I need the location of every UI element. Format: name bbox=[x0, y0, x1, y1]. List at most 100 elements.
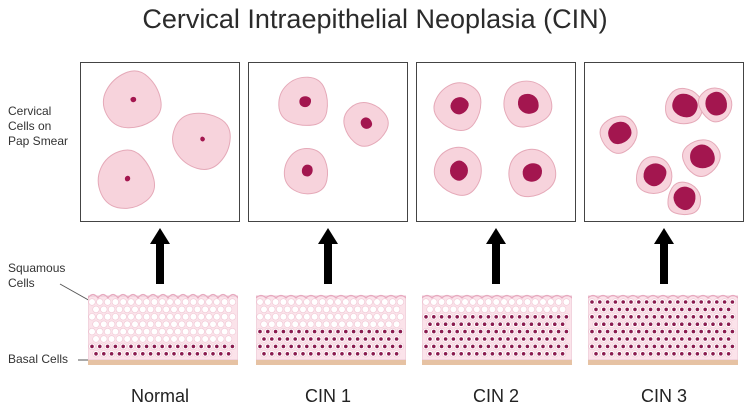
basal-nucleus bbox=[510, 344, 514, 349]
basal-nucleus bbox=[475, 322, 479, 326]
label-cervical-cells: Cervical Cells on Pap Smear bbox=[8, 104, 69, 148]
basal-nucleus bbox=[506, 352, 510, 356]
squamous-cell bbox=[225, 320, 233, 328]
squamous-cell bbox=[178, 335, 186, 343]
basal-nucleus bbox=[471, 315, 475, 319]
squamous-cell bbox=[205, 298, 213, 306]
basal-nucleus bbox=[683, 315, 688, 319]
basal-nucleus bbox=[324, 352, 329, 356]
basal-nucleus bbox=[660, 329, 664, 334]
squamous-cell bbox=[119, 298, 127, 306]
squamous-cell bbox=[326, 298, 334, 306]
squamous-cell bbox=[299, 320, 307, 328]
basal-nucleus bbox=[730, 329, 735, 334]
squamous-cell bbox=[221, 327, 229, 336]
basal-nucleus bbox=[439, 329, 444, 334]
basal-nucleus bbox=[510, 329, 514, 334]
basal-nucleus bbox=[719, 322, 723, 326]
basal-nucleus bbox=[664, 307, 668, 312]
squamous-cell bbox=[303, 298, 311, 306]
squamous-cell bbox=[111, 313, 120, 321]
squamous-cell bbox=[174, 298, 182, 306]
basal-nucleus bbox=[486, 344, 491, 349]
basal-nucleus bbox=[387, 352, 391, 356]
squamous-cell bbox=[225, 335, 233, 343]
epithelium-layer-normal bbox=[88, 293, 238, 365]
basal-nucleus bbox=[195, 352, 200, 356]
basal-nucleus bbox=[633, 352, 637, 356]
basal-nucleus bbox=[722, 344, 727, 349]
squamous-cell bbox=[201, 320, 209, 328]
basal-nucleus bbox=[613, 315, 618, 319]
basal-nucleus bbox=[598, 300, 602, 304]
basal-nucleus bbox=[609, 307, 614, 312]
basal-nucleus bbox=[289, 344, 293, 349]
squamous-cell bbox=[104, 327, 112, 336]
basal-nucleus bbox=[432, 315, 436, 319]
cell-nucleus bbox=[301, 164, 313, 177]
squamous-cell bbox=[449, 305, 458, 314]
basal-nucleus bbox=[273, 344, 278, 349]
squamous-cell bbox=[166, 327, 174, 336]
squamous-cell bbox=[349, 313, 358, 321]
basal-nucleus bbox=[137, 344, 141, 349]
squamous-cell bbox=[264, 313, 272, 321]
basal-nucleus bbox=[207, 344, 211, 349]
basal-nucleus bbox=[432, 329, 436, 334]
squamous-cell bbox=[492, 298, 500, 306]
basal-nucleus bbox=[320, 329, 325, 334]
squamous-cell bbox=[346, 320, 354, 328]
basal-nucleus bbox=[564, 315, 569, 319]
basal-nucleus bbox=[556, 315, 561, 319]
squamous-cell bbox=[426, 305, 434, 314]
basal-nucleus bbox=[676, 315, 680, 319]
basal-nucleus bbox=[383, 329, 387, 334]
basal-nucleus bbox=[656, 352, 661, 356]
basal-nucleus bbox=[652, 300, 657, 304]
squamous-cell bbox=[430, 298, 438, 306]
squamous-cell bbox=[111, 327, 120, 336]
basal-nucleus bbox=[281, 344, 286, 349]
basal-nucleus bbox=[691, 329, 696, 334]
basal-nucleus bbox=[715, 300, 719, 304]
squamous-cell bbox=[268, 305, 276, 314]
basal-nucleus bbox=[545, 352, 549, 356]
squamous-cell bbox=[209, 320, 217, 328]
squamous-cell bbox=[260, 320, 268, 328]
basal-nucleus bbox=[656, 322, 661, 326]
squamous-cell bbox=[92, 320, 100, 328]
basal-nucleus bbox=[594, 307, 598, 312]
basal-nucleus bbox=[660, 315, 664, 319]
squamous-cell bbox=[154, 305, 162, 314]
basal-nucleus bbox=[355, 337, 360, 341]
basal-nucleus bbox=[293, 337, 297, 341]
basal-nucleus bbox=[467, 322, 471, 326]
basal-nucleus bbox=[691, 344, 696, 349]
basal-nucleus bbox=[102, 352, 106, 356]
cell-nucleus bbox=[124, 175, 131, 182]
basal-nucleus bbox=[648, 337, 653, 341]
squamous-cell bbox=[453, 298, 461, 306]
basal-nucleus bbox=[668, 300, 672, 304]
cell-nucleus bbox=[705, 91, 728, 116]
basal-nucleus bbox=[90, 344, 94, 349]
squamous-cell bbox=[181, 298, 190, 306]
basal-nucleus bbox=[482, 352, 487, 356]
squamous-cell bbox=[158, 298, 166, 306]
basal-nucleus bbox=[609, 322, 614, 326]
basal-nucleus bbox=[359, 329, 364, 334]
basal-nucleus bbox=[715, 315, 719, 319]
squamous-cell bbox=[96, 298, 104, 306]
squamous-cell bbox=[381, 313, 389, 321]
basal-nucleus bbox=[498, 352, 502, 356]
squamous-cell bbox=[307, 320, 315, 328]
basal-nucleus bbox=[266, 344, 270, 349]
squamous-cell bbox=[504, 305, 512, 314]
squamous-cell bbox=[551, 305, 559, 314]
squamous-cell bbox=[393, 305, 401, 314]
pap-smear-cells-cin3 bbox=[599, 87, 733, 216]
basal-nucleus bbox=[621, 300, 625, 304]
basal-nucleus bbox=[537, 337, 541, 341]
basal-nucleus bbox=[521, 337, 526, 341]
squamous-cell bbox=[228, 298, 236, 306]
